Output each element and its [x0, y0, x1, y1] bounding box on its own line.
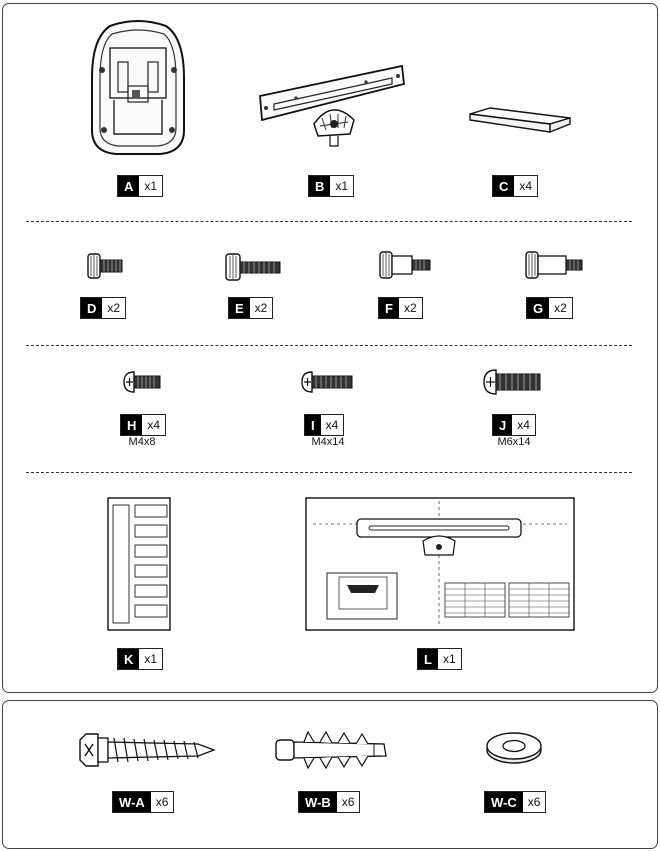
part-i-size: M4x14: [311, 436, 345, 448]
screw-j-illustration: [483, 369, 541, 395]
part-letter: H: [121, 415, 143, 435]
part-quantity: x6: [527, 795, 541, 809]
part-letter: A: [118, 176, 140, 196]
part-quantity: x2: [107, 301, 121, 315]
part-b-label: B x1: [308, 175, 355, 197]
spacer-block-c-illustration: [469, 107, 571, 134]
part-letter: W-A: [113, 792, 151, 812]
part-quantity: x2: [403, 301, 417, 315]
part-g-label: G x2: [526, 297, 573, 319]
dashed-divider: [26, 345, 632, 346]
screw-g-illustration: [525, 251, 583, 279]
part-quantity: x1: [144, 652, 158, 666]
part-quantity: x4: [325, 418, 339, 432]
part-w-a-label: W-A x6: [112, 791, 175, 813]
part-quantity: x4: [517, 418, 530, 432]
part-quantity: x1: [335, 179, 349, 193]
part-d-label: D x2: [80, 297, 127, 319]
screw-i-illustration: [301, 371, 353, 393]
part-letter: G: [527, 298, 550, 318]
part-quantity: x4: [519, 179, 533, 193]
bracket-a-illustration: [91, 20, 185, 155]
part-h-size: M4x8: [128, 436, 156, 448]
dashed-divider: [26, 472, 632, 473]
part-letter: B: [309, 176, 331, 196]
part-letter: W-C: [485, 792, 523, 812]
part-w-b-label: W-B x6: [298, 791, 361, 813]
part-l-label: L x1: [417, 648, 462, 670]
part-letter: D: [81, 298, 103, 318]
part-j-size: M6x14: [497, 436, 531, 448]
part-quantity: x6: [341, 795, 355, 809]
bracket-b-illustration: [259, 64, 405, 147]
manual-card-k-illustration: [107, 497, 171, 631]
part-letter: J: [493, 415, 513, 435]
part-letter: E: [229, 298, 250, 318]
wall-hardware-panel: [2, 700, 658, 849]
part-quantity: x6: [155, 795, 169, 809]
part-i-label: I x4: [304, 414, 345, 436]
screw-h-illustration: [123, 371, 161, 393]
lag-screw-w-a-illustration: [79, 733, 216, 767]
part-quantity: x4: [147, 418, 161, 432]
part-j-label: J x4: [492, 414, 536, 436]
part-letter: F: [379, 298, 399, 318]
screw-f-illustration: [379, 251, 431, 279]
part-k-label: K x1: [117, 648, 164, 670]
template-sheet-l-illustration: [305, 497, 575, 631]
part-c-label: C x4: [492, 175, 539, 197]
dashed-divider: [26, 221, 632, 222]
part-f-label: F x2: [378, 297, 423, 319]
part-h-label: H x4: [120, 414, 167, 436]
part-letter: C: [493, 176, 515, 196]
washer-w-c-illustration: [486, 732, 542, 764]
part-quantity: x1: [442, 652, 456, 666]
screw-e-illustration: [225, 253, 281, 281]
screw-d-illustration: [87, 253, 123, 279]
part-a-label: A x1: [117, 175, 164, 197]
part-quantity: x2: [254, 301, 268, 315]
part-quantity: x2: [554, 301, 567, 315]
wall-anchor-w-b-illustration: [275, 730, 387, 770]
part-letter: K: [118, 649, 140, 669]
part-e-label: E x2: [228, 297, 274, 319]
part-w-c-label: W-C x6: [484, 791, 547, 813]
part-letter: I: [305, 415, 321, 435]
part-letter: L: [418, 649, 438, 669]
part-letter: W-B: [299, 792, 337, 812]
part-quantity: x1: [144, 179, 158, 193]
